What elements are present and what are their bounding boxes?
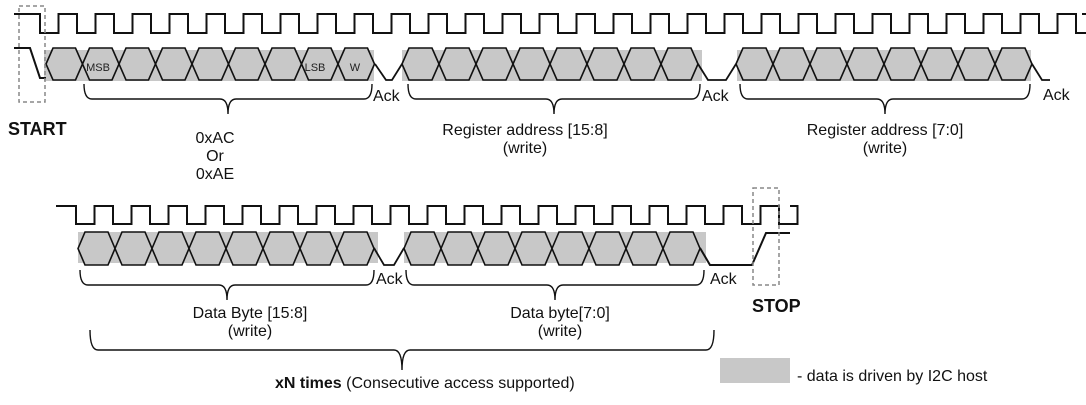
scl-clock-lines: [14, 13, 1086, 225]
row1-reg-low-bit-3: [846, 47, 885, 81]
data-byte-high-line-2: (write): [227, 323, 273, 340]
row2-data-low-bit-5: [588, 231, 627, 266]
row1-ack-2-gap: [697, 63, 737, 81]
row2-data-low-bit-3: [514, 231, 553, 266]
start-transition: [14, 47, 46, 79]
stop-marker-box: [752, 187, 780, 286]
row2-data-low-bit-2: [477, 231, 516, 266]
row1-reg-low-bit-2: [809, 47, 848, 81]
start-label: START: [8, 119, 67, 139]
legend-swatch: [720, 358, 790, 383]
row1-address-bit-3: [154, 47, 193, 81]
row1-ack-3-label: Ack: [1043, 87, 1071, 104]
row2-data-low-bit-7: [662, 231, 701, 266]
byte-group-braces: [79, 83, 1031, 371]
register-address-high-line-2: (write): [502, 140, 548, 157]
start-marker-box: [18, 5, 46, 103]
repeat-note: (Consecutive access supported): [346, 375, 575, 392]
row2-data-low-bit-6: [625, 231, 664, 266]
stop-transition: [699, 232, 790, 266]
row1-address-bit-5: [227, 47, 266, 81]
row1-reg-low-bit-5: [920, 47, 959, 81]
row1-reg-high-bit-6: [623, 47, 662, 81]
condition-marker-boxes: [18, 5, 780, 286]
row2-data-low-bit-0: [403, 231, 442, 266]
lsb-marker: LSB: [305, 62, 326, 74]
msb-marker: MSB: [86, 62, 110, 74]
row2-data-low-bit-1: [440, 231, 479, 266]
row1-ack-3-gap: [1031, 63, 1050, 81]
repeat-caption: xN times (Consecutive access supported): [275, 375, 575, 393]
register-address-low-label: Register address [7:0] (write): [770, 122, 1000, 158]
row2-data-high-bit-5: [262, 231, 301, 266]
register-address-high-label: Register address [15:8] (write): [410, 122, 640, 158]
row2-data-high-bit-3: [188, 231, 227, 266]
row2-scl-clock: [56, 205, 799, 225]
stop-label: STOP: [752, 296, 801, 316]
device-address-line-3: 0xAE: [195, 166, 235, 183]
row1-reg-high-bit-4: [549, 47, 588, 81]
row2-ack-1-label: Ack: [376, 271, 404, 288]
data-byte-high-line-1: Data Byte [15:8]: [192, 305, 308, 322]
legend-text: - data is driven by I2C host: [797, 368, 988, 385]
row1-reg-high-bit-7: [660, 47, 699, 81]
row1-address-bit-2: [118, 47, 157, 81]
row2-data-high-bit-6: [299, 231, 338, 266]
row1-address-brace: [83, 83, 373, 115]
write-bit-marker: W: [350, 62, 361, 74]
row1-reg-high-bit-2: [475, 47, 514, 81]
row1-address-bit-6: [264, 47, 303, 81]
row2-data-high-bit-1: [114, 231, 153, 266]
row2-repeat-brace: [89, 329, 715, 371]
register-address-low-line-1: Register address [7:0]: [806, 122, 964, 139]
row2-ack-1-gap: [373, 247, 405, 266]
row2-data-high-brace: [79, 269, 375, 301]
device-address-label: 0xAC Or 0xAE: [170, 130, 260, 184]
row1-ack-1-gap: [374, 63, 403, 81]
row2-data-high-bit-4: [225, 231, 264, 266]
row2-data-high-bit-2: [151, 231, 190, 266]
row1-reg-low-bit-6: [957, 47, 996, 81]
row1-ack-1-label: Ack: [373, 88, 401, 105]
device-address-line-2: Or: [206, 148, 224, 165]
row2-data-low-bit-4: [551, 231, 590, 266]
data-byte-high-label: Data Byte [15:8] (write): [150, 305, 350, 341]
data-byte-low-label: Data byte[7:0] (write): [460, 305, 660, 341]
register-address-low-line-2: (write): [862, 140, 908, 157]
row1-reg-high-bit-3: [512, 47, 551, 81]
repeat-count: xN times: [275, 375, 342, 392]
row1-ack-2-label: Ack: [702, 88, 730, 105]
row2-data-high-bit-0: [77, 231, 116, 266]
row1-reg-high-bit-1: [438, 47, 477, 81]
start-stop-transitions: [14, 47, 1050, 266]
data-byte-low-line-2: (write): [537, 323, 583, 340]
row2-data-low-brace: [405, 269, 705, 301]
row1-reg-low-bit-7: [994, 47, 1033, 81]
row1-reg-low-bit-0: [735, 47, 774, 81]
row1-reg-low-bit-1: [772, 47, 811, 81]
row2-ack-2-label: Ack: [710, 271, 738, 288]
row1-address-bit-4: [191, 47, 230, 81]
row1-address-bit-8: [337, 47, 376, 81]
row1-reg-high-brace: [407, 83, 701, 115]
row1-reg-low-brace: [739, 83, 1031, 115]
register-address-high-line-1: Register address [15:8]: [442, 122, 608, 139]
row2-data-high-bit-7: [336, 231, 375, 266]
sda-bit-cells: [45, 47, 1033, 266]
row1-scl-clock: [14, 13, 1086, 34]
row1-reg-low-bit-4: [883, 47, 922, 81]
row1-reg-high-bit-0: [401, 47, 440, 81]
row1-address-bit-0: [45, 47, 84, 81]
data-byte-low-line-1: Data byte[7:0]: [510, 305, 610, 322]
device-address-line-1: 0xAC: [195, 130, 235, 147]
row1-reg-high-bit-5: [586, 47, 625, 81]
